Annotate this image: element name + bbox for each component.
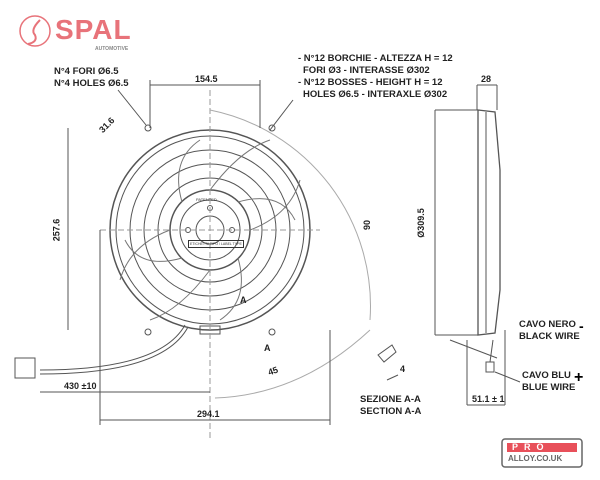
watermark-line1: PRO [512,442,550,452]
dim-diameter: Ø309.5 [415,208,426,238]
hub-patented: PATENTED [196,197,217,202]
bosses-line-1: - N°12 BORCHIE - ALTEZZA H = 12 [298,53,453,64]
section-mark: A [264,343,271,353]
dim-cable: 430 ±10 [64,381,97,391]
section-drawing [377,344,397,363]
hub-label: ETICHETTA TIPO / LABEL TYPE [188,240,244,248]
black-wire-it: CAVO NERO [519,319,576,330]
blue-wire-en: BLUE WIRE [522,382,576,393]
bosses-line-4: HOLES Ø6.5 - INTERAXLE Ø302 [303,89,448,100]
fan-side-view [477,109,501,373]
fan-front-view [100,90,320,440]
dim-depth-bottom: 51.1 ± 1 [472,394,505,404]
dim-overall: 294.1 [197,409,220,419]
pro-alloy-logo [501,438,583,468]
dim-section-4: 4 [400,364,406,374]
section-mark-2: A [240,295,247,305]
black-wire-en: BLACK WIRE [519,331,580,342]
minus-icon: - [579,318,584,334]
bosses-line-2: FORI Ø3 - INTERASSE Ø302 [303,65,430,76]
blue-wire-it: CAVO BLU [522,370,571,381]
dim-angle-90: 90 [362,219,373,231]
connector [14,357,36,379]
dim-height-left: 257.6 [51,218,62,242]
section-label-en: SECTION A-A [360,406,422,417]
spal-brand: SPAL [55,14,132,45]
spal-logo [19,15,51,47]
spal-subtitle: AUTOMOTIVE [95,46,129,52]
holes-label-en: N°4 HOLES Ø6.5 [54,78,129,89]
dim-top-width: 154.5 [195,74,218,84]
dim-depth-top: 28 [481,74,492,84]
plus-icon: + [574,369,584,386]
watermark-line2: ALLOY.CO.UK [508,454,563,463]
section-label-it: SEZIONE A-A [360,394,421,405]
holes-label-it: N°4 FORI Ø6.5 [54,66,119,77]
bosses-line-3: - N°12 BOSSES - HEIGHT H = 12 [298,77,443,88]
cable [39,324,186,371]
